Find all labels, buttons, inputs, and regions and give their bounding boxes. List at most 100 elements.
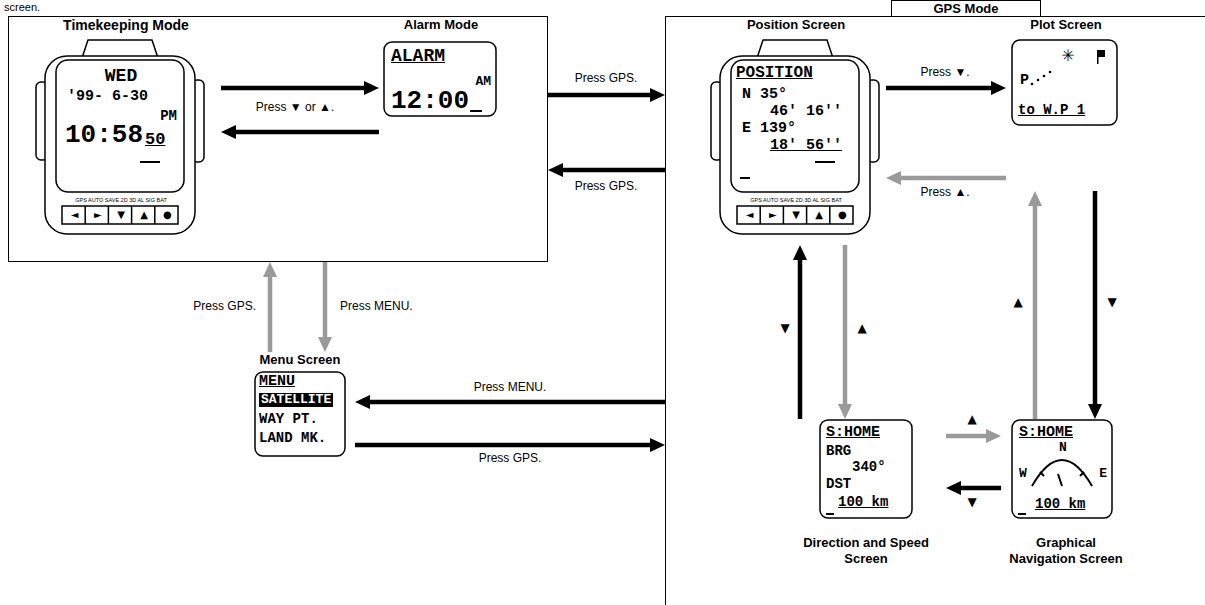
lcd-text: N [1059, 441, 1067, 455]
lcd-text: LAND MK. [259, 431, 326, 446]
arrow-line [234, 130, 379, 135]
transition-arrow [263, 262, 277, 352]
lcd-text: WAY PT. [259, 412, 318, 427]
arrow-head [221, 125, 236, 139]
arrow-head [318, 337, 332, 352]
edge-label: Press ▼. [918, 66, 971, 80]
transition-arrow [318, 262, 332, 352]
arrow-head [1088, 404, 1102, 419]
arrow-head [364, 81, 379, 95]
display-symbol: ► [94, 209, 102, 220]
lcd-text: 340° [852, 460, 886, 475]
lcd-text: E 139° [742, 121, 796, 138]
lcd-text: 46' 16'' [770, 104, 842, 121]
edge-label: Press GPS. [191, 300, 258, 314]
arrow-head [1028, 191, 1042, 206]
lcd-text: PM [160, 109, 177, 124]
arrow-line [899, 176, 1006, 181]
display-symbol: ▼ [117, 209, 125, 220]
display-symbol: ● [163, 209, 172, 220]
edge-label: ▼ [965, 496, 978, 510]
watch-outline [711, 40, 879, 234]
edge-label: Press MENU. [338, 300, 415, 314]
display-symbol: ◄ [71, 209, 79, 220]
arrow-head [991, 81, 1006, 95]
transition-arrow [1028, 191, 1042, 419]
track-dot [1049, 71, 1052, 74]
watch-screen: Direction and Speed ScreenS:HOMEBRG340°D… [786, 419, 946, 579]
watch-screen: Timekeeping ModeWED'99- 6-30PM10:5850GPS… [31, 17, 221, 249]
arrow-head [355, 395, 370, 409]
arrow-head [886, 171, 901, 185]
arrow-head [946, 481, 961, 495]
compass-tick [1080, 472, 1084, 476]
arrow-line [355, 443, 652, 448]
mode-group: GPS ModePosition ScreenPOSITIONN 35°46' … [665, 16, 1205, 605]
lcd-text: S:HOME [1019, 425, 1073, 442]
transition-arrow [548, 88, 665, 102]
watch-screen: Graphical Navigation ScreenS:HOMENWE100 … [1001, 419, 1131, 579]
arrow-line [548, 93, 652, 98]
display-symbol: ▲ [815, 209, 823, 220]
edge-label: Press MENU. [472, 381, 549, 395]
lcd-screen [255, 372, 345, 456]
lcd-text: P [1020, 73, 1029, 90]
lcd-text: 10:58 [65, 121, 143, 150]
lcd-text: S:HOME [826, 425, 880, 442]
lcd-screen [1012, 40, 1117, 125]
edge-label: Press GPS. [573, 72, 640, 86]
watch-screen: Position ScreenPOSITIONN 35°46' 16''E 13… [706, 17, 886, 245]
transition-arrow [548, 163, 665, 177]
transition-arrow [355, 438, 665, 452]
lcd-text: POSITION [736, 65, 813, 83]
arrow-line [946, 434, 988, 439]
arrow-line [798, 258, 803, 419]
compass-arc [1032, 460, 1092, 486]
arrow-line [1093, 191, 1098, 406]
arrow-line [959, 486, 1001, 491]
arrow-line [323, 262, 328, 339]
lcd-screen [820, 420, 912, 518]
arrow-head [793, 245, 807, 260]
edge-label: Press GPS. [477, 452, 544, 466]
display-symbol: ▼ [792, 209, 800, 220]
arrow-line [368, 400, 665, 405]
watch-screen: Alarm ModeALARMAM12:00 [379, 17, 503, 145]
display-symbol: ● [838, 209, 847, 220]
lcd-text: MENU [259, 374, 295, 391]
lcd-text: 100 km [1035, 497, 1085, 512]
display-symbol: ◄ [746, 209, 754, 220]
small-label: GPS AUTO SAVE 2D 3D AL SIG BAT [750, 197, 842, 203]
arrow-line [1033, 204, 1038, 419]
track-dot [1037, 79, 1040, 82]
lcd-text: ALARM [391, 47, 445, 67]
screen-heading: Timekeeping Mode [31, 17, 221, 34]
transition-arrow [221, 81, 379, 95]
lcd-text: BRG [826, 444, 851, 459]
lcd-text: 50 [145, 131, 165, 150]
small-label: GPS AUTO SAVE 2D 3D AL SIG BAT [75, 197, 167, 203]
edge-label: Press ▲. [918, 186, 971, 200]
transition-arrow [946, 429, 1001, 443]
transition-arrow [886, 81, 1006, 95]
edge-label: Press ▼ or ▲. [254, 101, 336, 115]
waypoint-flag [1097, 50, 1099, 64]
small-label: screen. [4, 1, 40, 13]
arrow-head [650, 88, 665, 102]
display-symbol: ► [769, 209, 777, 220]
lcd-text: DST [826, 477, 851, 492]
edge-label: ▼ [1105, 296, 1118, 310]
arrow-line [221, 86, 366, 91]
lcd-screen [1012, 420, 1112, 518]
watch-screen: Plot Screen✳Pto W.P 1 [1006, 17, 1126, 191]
edge-label: Press GPS. [573, 180, 640, 194]
transition-arrow [221, 125, 379, 139]
edge-label: ▼ [778, 322, 791, 336]
arrow-head [548, 163, 563, 177]
display-symbol: ▲ [140, 209, 148, 220]
arrow-head [650, 438, 665, 452]
track-dot [1043, 75, 1046, 78]
track-dot [1031, 83, 1034, 86]
lcd-text: W [1019, 467, 1027, 481]
